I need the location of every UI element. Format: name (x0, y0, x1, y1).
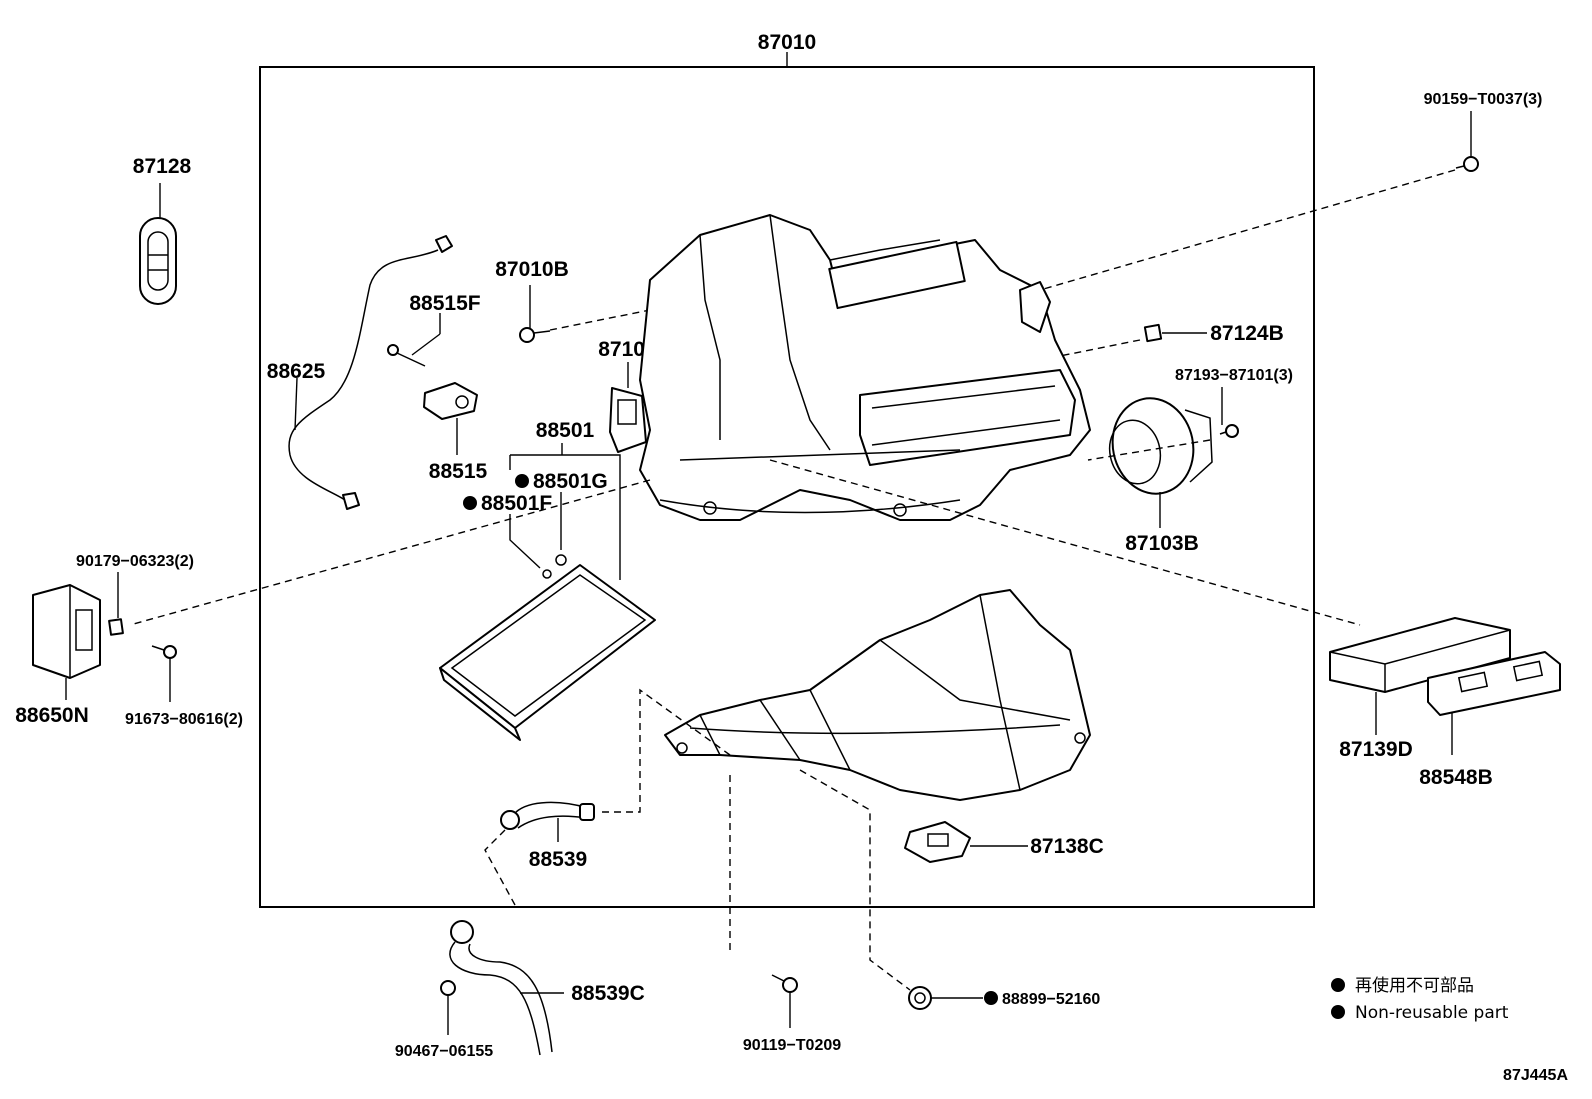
blower-motor-87103B[interactable] (1104, 391, 1213, 502)
label-90467: 90467−06155 (395, 1043, 493, 1060)
label-90179: 90179−06323(2) (76, 553, 194, 570)
label-88650N: 88650N (15, 704, 89, 727)
label-90119: 90119−T0209 (743, 1037, 841, 1054)
label-87138C: 87138C (1030, 835, 1104, 858)
screw-91673[interactable] (151, 645, 177, 659)
label-88515: 88515 (429, 460, 488, 483)
blower-resistor-87138C[interactable] (904, 821, 971, 863)
bolt-88515F[interactable] (387, 344, 426, 367)
label-87124B: 87124B (1210, 322, 1284, 345)
servo-motor-87106N[interactable] (609, 387, 647, 453)
non-reusable-mark-88501F (463, 496, 477, 510)
label-87128: 87128 (133, 155, 192, 178)
pipe-88539C[interactable] (440, 920, 553, 1056)
label-88501: 88501 (536, 419, 595, 442)
filter-cover-88548B[interactable] (1427, 651, 1561, 716)
nut-88899[interactable] (908, 986, 932, 1010)
label-88899: 88899−52160 (1002, 991, 1100, 1008)
label-88539: 88539 (529, 848, 587, 871)
label-87139D: 87139D (1339, 738, 1413, 761)
legend-line-jp: 再使用不可部品 (1355, 975, 1474, 996)
label-87010B: 87010B (495, 258, 569, 281)
label-87103B: 87103B (1125, 532, 1199, 555)
gasket-87128[interactable] (139, 217, 177, 305)
screw-87010B[interactable] (519, 327, 551, 343)
evaporator-core-88501[interactable] (439, 564, 656, 741)
label-88501G: 88501G (533, 470, 608, 493)
ac-unit-housing[interactable] (639, 214, 1091, 521)
screw-90119[interactable] (771, 974, 798, 993)
pipe-88539[interactable] (500, 801, 595, 830)
diagram-code: 87J445A (1503, 1067, 1568, 1084)
clip-90179[interactable] (108, 618, 124, 636)
label-88625: 88625 (267, 360, 326, 383)
label-88548B: 88548B (1419, 766, 1493, 789)
screw-90159[interactable] (1455, 156, 1479, 172)
screw-87193[interactable] (1219, 424, 1239, 438)
label-87193: 87193−87101(3) (1175, 367, 1293, 384)
legend-bullet-en (1331, 1005, 1345, 1019)
non-reusable-mark-88501G (515, 474, 529, 488)
sensor-wire-88625[interactable] (288, 235, 453, 510)
label-90159: 90159−T0037(3) (1424, 91, 1543, 108)
label-88515F: 88515F (409, 292, 480, 315)
non-reusable-mark-88899 (984, 991, 998, 1005)
ecu-88650N[interactable] (32, 584, 101, 679)
o-ring-88501F[interactable] (542, 569, 552, 579)
air-filter-87139D[interactable] (1329, 617, 1511, 693)
o-ring-88501G[interactable] (555, 554, 567, 566)
label-87010: 87010 (758, 31, 816, 54)
expansion-valve-88515[interactable] (423, 382, 478, 420)
lower-case-duct[interactable] (664, 589, 1091, 801)
clip-87124B[interactable] (1143, 323, 1163, 343)
legend: 再使用不可部品 Non-reusable part (1331, 975, 1509, 1023)
label-91673: 91673−80616(2) (125, 711, 243, 728)
legend-bullet-jp (1331, 978, 1345, 992)
label-88539C: 88539C (571, 982, 645, 1005)
label-88501F: 88501F (481, 492, 552, 515)
legend-line-en: Non-reusable part (1355, 1003, 1509, 1023)
